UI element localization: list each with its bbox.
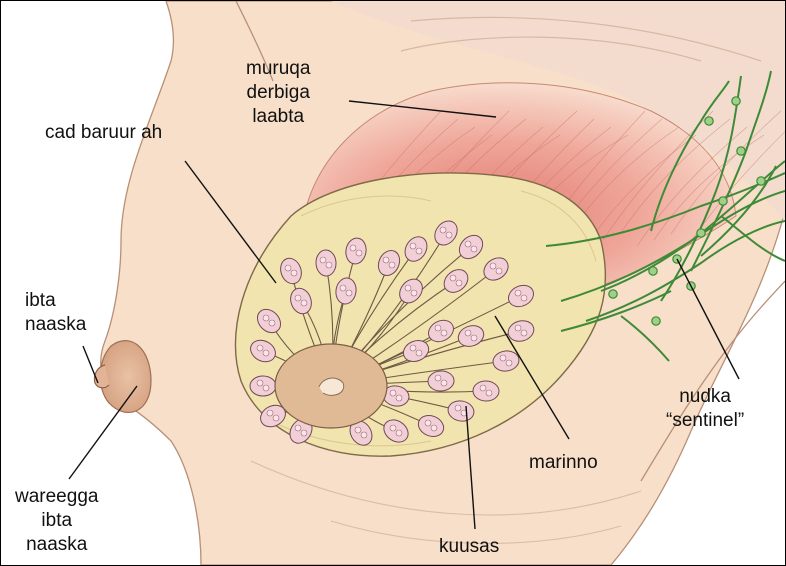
label-ducts: marinno bbox=[529, 451, 598, 475]
lymph-node bbox=[705, 117, 713, 125]
label-fatty-tissue: cad baruur ah bbox=[45, 121, 162, 145]
label-line: cad baruur ah bbox=[45, 121, 162, 145]
label-line: ibta bbox=[15, 509, 98, 533]
label-nipple: ibta naaska bbox=[25, 289, 86, 337]
label-line: naaska bbox=[15, 533, 98, 557]
label-lobules: kuusas bbox=[439, 535, 499, 559]
leader-line-areola bbox=[69, 386, 137, 479]
label-line: marinno bbox=[529, 451, 598, 475]
lymph-node bbox=[719, 197, 727, 205]
label-areola: wareegga ibta naaska bbox=[15, 485, 98, 557]
label-line: wareegga bbox=[15, 485, 98, 509]
lymph-node bbox=[732, 97, 740, 105]
label-line: naaska bbox=[25, 313, 86, 337]
lobule bbox=[473, 381, 500, 402]
label-line: “sentinel” bbox=[666, 409, 744, 433]
lymph-node bbox=[737, 147, 745, 155]
lobule bbox=[315, 250, 336, 277]
lymph-node bbox=[649, 267, 657, 275]
label-line: laabta bbox=[246, 105, 310, 129]
label-line: kuusas bbox=[439, 535, 499, 559]
label-line: muruqa bbox=[246, 57, 310, 81]
lymph-node bbox=[697, 229, 705, 237]
label-pectoral-muscle: muruqa derbiga laabta bbox=[246, 57, 310, 129]
leader-line-nipple bbox=[83, 346, 98, 383]
label-line: ibta bbox=[25, 289, 86, 313]
lymph-node bbox=[609, 290, 617, 298]
label-sentinel-node: nudka “sentinel” bbox=[666, 385, 744, 433]
lymph-node bbox=[652, 317, 660, 325]
lobule bbox=[250, 376, 276, 396]
label-line: derbiga bbox=[246, 81, 310, 105]
lymph-node bbox=[757, 177, 765, 185]
label-line: nudka bbox=[666, 385, 744, 409]
